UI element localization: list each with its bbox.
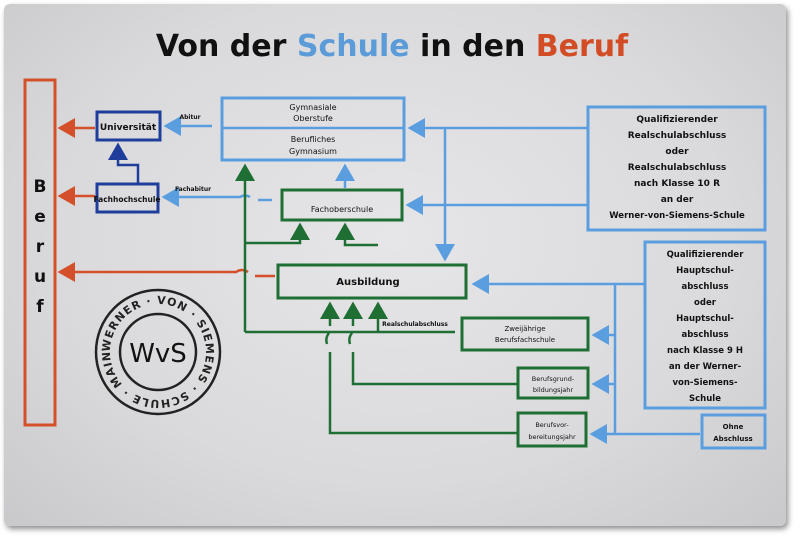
- fachhochschule-label: Fachhochschule: [93, 195, 160, 204]
- arrow-to-fachoberschule: [245, 222, 310, 245]
- berufliches-gymnasium-label: Gymnasium: [289, 147, 337, 156]
- orange-arrows: [60, 118, 275, 276]
- arrow-ausbildung-beruf: [60, 270, 275, 276]
- beruf-letter: e: [34, 207, 46, 227]
- box-line: abschluss: [681, 282, 728, 292]
- beruf-letter: r: [36, 237, 45, 257]
- beruf-label: B e r u f: [34, 177, 47, 317]
- fachoberschule-label: Fachoberschule: [311, 205, 373, 214]
- hauptschulabschluss-text: Qualifizierender Hauptschul- abschluss o…: [667, 250, 745, 404]
- box-line: Qualifizierender: [636, 115, 718, 125]
- ohne-abschluss-box: [700, 413, 767, 450]
- berufsvorbereitungsjahr-box: [516, 411, 588, 448]
- box-line: Ohne: [723, 423, 744, 431]
- arrow-berufsvor-ausbildung: [326, 304, 518, 435]
- zweijaehrige-box: [460, 316, 590, 352]
- arrow-fachabitur: [164, 196, 272, 201]
- title-beruf: Beruf: [536, 29, 629, 64]
- gymnasiale-oberstufe-label: Oberstufe: [293, 114, 333, 123]
- fachabitur-label: Fachabitur: [175, 186, 211, 193]
- box-line: Schule: [689, 394, 721, 404]
- beruf-letter: u: [34, 267, 46, 287]
- green-arrows: [235, 163, 518, 435]
- ausbildung-label: Ausbildung: [336, 277, 399, 288]
- box-line: abschluss: [681, 330, 728, 340]
- box-line: nach Klasse 9 H: [667, 346, 743, 356]
- box-line: Abschluss: [713, 435, 752, 443]
- box-line: bildungsjahr: [533, 386, 574, 394]
- seal-monogram: WvS: [129, 339, 187, 369]
- box-line: Werner-von-Siemens-Schule: [609, 211, 745, 221]
- diagram-title: Von der Schule in den Beruf: [156, 29, 629, 64]
- box-line: Realschulabschluss: [628, 163, 727, 173]
- box-line: Qualifizierender: [667, 250, 745, 260]
- box-line: Realschulabschluss: [628, 131, 727, 141]
- beruf-letter: B: [34, 177, 47, 197]
- realschulabschluss-label: Realschulabschluss: [382, 321, 448, 328]
- box-line: an der: [661, 195, 694, 205]
- arrow-fachhochschule-universitaet: [108, 142, 140, 184]
- ausbildung-box: [276, 263, 468, 300]
- box-line: von-Siemens-: [672, 378, 737, 388]
- arrow-berufsgrund-ausbildung: [349, 304, 518, 386]
- beruf-box: [23, 78, 57, 427]
- box-line: Berufsgrund-: [532, 375, 575, 383]
- box-line: Berufsfachschule: [495, 336, 555, 344]
- berufliches-gymnasium-label: Berufliches: [291, 135, 336, 144]
- title-text: Von der: [156, 29, 297, 64]
- abitur-label: Abitur: [179, 114, 200, 121]
- beruf-letter: f: [36, 297, 44, 317]
- fachoberschule-box: [280, 188, 404, 222]
- universitaet-box: [95, 110, 162, 142]
- box-line: oder: [694, 298, 717, 308]
- gymnasiale-oberstufe-label: Gymnasiale: [289, 103, 336, 112]
- box-line: oder: [665, 147, 689, 157]
- realschulabschluss-box: [586, 105, 767, 232]
- box-line: Hauptschul-: [676, 266, 734, 276]
- box-line: nach Klasse 10 R: [634, 179, 720, 189]
- box-line: Berufsvor-: [535, 421, 569, 429]
- box-line: an der Werner-: [669, 362, 742, 372]
- arrow-ausbildung-fachoberschule: [335, 222, 378, 247]
- box-line: Hauptschul-: [676, 314, 734, 324]
- title-schule: Schule: [297, 29, 410, 64]
- title-text: in den: [410, 29, 536, 64]
- hauptschulabschluss-box: [643, 240, 767, 410]
- realschulabschluss-text: Qualifizierender Realschulabschluss oder…: [609, 115, 745, 221]
- box-line: Zweijährige: [504, 325, 545, 333]
- box-line: bereitungsjahr: [528, 433, 576, 441]
- universitaet-label: Universität: [100, 123, 157, 133]
